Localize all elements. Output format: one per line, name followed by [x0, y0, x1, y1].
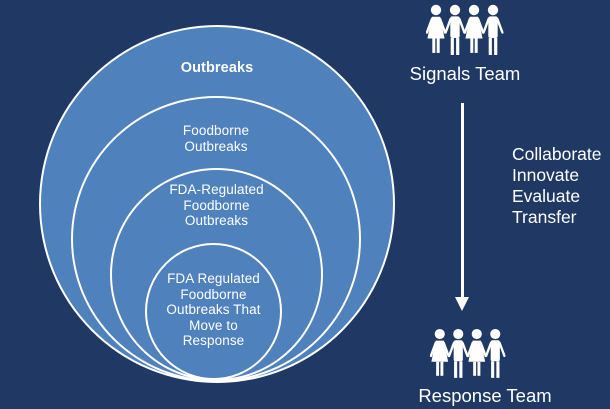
- signals-team-people-group-icon: [426, 4, 504, 56]
- down-arrow-icon: [455, 297, 469, 311]
- circle-label-foodborne-outbreaks: Foodborne Outbreaks: [182, 123, 250, 154]
- down-arrow-shaft: [461, 103, 464, 298]
- circle-label-fda-regulated-foodborne-outbreaks: FDA-Regulated Foodborne Outbreaks: [169, 182, 264, 228]
- circle-label-outbreaks: Outbreaks: [180, 60, 254, 76]
- response-team-people-group-icon: [430, 328, 506, 379]
- process-steps-text: Collaborate Innovate Evaluate Transfer: [512, 144, 602, 227]
- signals-team-label: Signals Team: [409, 63, 521, 84]
- circle-label-fda-regulated-move-to-response: FDA Regulated Foodborne Outbreaks That M…: [166, 271, 261, 348]
- response-team-label: Response Team: [418, 385, 552, 406]
- circle-fda-regulated-move-to-response: [145, 243, 282, 380]
